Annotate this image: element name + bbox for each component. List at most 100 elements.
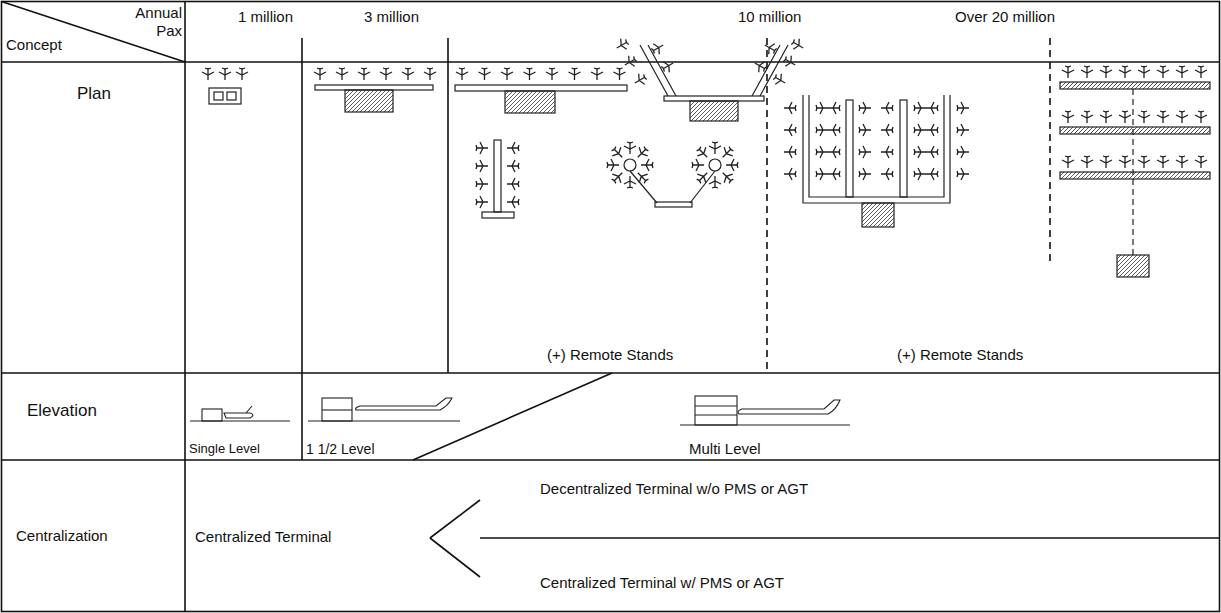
aircraft-icon bbox=[624, 176, 636, 188]
row-header: Elevation bbox=[27, 402, 97, 420]
aircraft-icon bbox=[1157, 66, 1169, 78]
aircraft-icon bbox=[772, 72, 788, 88]
drawing-stroke bbox=[505, 91, 555, 113]
aircraft-icon bbox=[762, 40, 778, 56]
drawing-stroke bbox=[803, 95, 950, 203]
drawing-stroke bbox=[209, 45, 1210, 277]
drawing-stroke bbox=[640, 45, 676, 96]
aircraft-icon bbox=[634, 144, 651, 161]
aircraft-icon bbox=[957, 168, 969, 180]
aircraft-icon bbox=[881, 168, 893, 180]
aircraft-icon bbox=[402, 68, 414, 80]
aircraft-icon bbox=[926, 146, 938, 158]
aircraft-icon bbox=[790, 37, 806, 53]
drawing-stroke bbox=[664, 96, 764, 101]
aircraft-icon bbox=[1176, 111, 1188, 123]
drawing-stroke bbox=[209, 88, 241, 104]
drawing-stroke bbox=[430, 500, 480, 538]
concept-label: Decentralized Terminal w/o PMS or AGT bbox=[540, 480, 808, 498]
aircraft-icon bbox=[692, 159, 704, 171]
aircraft-icon bbox=[694, 169, 711, 186]
aircraft-icon bbox=[1138, 156, 1150, 168]
aircraft-icon bbox=[1138, 111, 1150, 123]
column-header: 1 million bbox=[238, 8, 293, 26]
aircraft-icon bbox=[476, 178, 488, 190]
drawing-stroke bbox=[214, 92, 223, 100]
aircraft-icon bbox=[828, 168, 840, 180]
aircraft-icon bbox=[1138, 66, 1150, 78]
aircraft-icon bbox=[1100, 66, 1112, 78]
drawing-stroke bbox=[430, 538, 480, 577]
aircraft-icon bbox=[524, 68, 536, 80]
drawing-stroke bbox=[752, 45, 788, 96]
aircraft-icon bbox=[816, 168, 828, 180]
aircraft-icon bbox=[1081, 66, 1093, 78]
aircraft-icon bbox=[634, 169, 651, 186]
aircraft-icon bbox=[1062, 111, 1074, 123]
drawing-stroke bbox=[1117, 255, 1149, 277]
aircraft-icon bbox=[456, 68, 468, 80]
aircraft-icon bbox=[358, 68, 370, 80]
aircraft-icon bbox=[624, 142, 636, 154]
aircraft-icon bbox=[914, 102, 926, 114]
drawing-stroke bbox=[1049, 38, 1051, 262]
aircraft-icon bbox=[641, 159, 653, 171]
aircraft-icon bbox=[816, 124, 828, 136]
aircraft-icon bbox=[726, 159, 738, 171]
drawing-stroke bbox=[695, 414, 737, 415]
drawing-stroke bbox=[690, 101, 738, 121]
drawing-stroke bbox=[2, 2, 186, 63]
drawing-stroke bbox=[862, 203, 894, 227]
aircraft-icon bbox=[622, 54, 638, 70]
aircraft-icon bbox=[1119, 156, 1131, 168]
drawing-stroke bbox=[1060, 82, 1210, 89]
drawing-stroke bbox=[655, 202, 692, 207]
aircraft-icon bbox=[507, 142, 519, 154]
aircraft-icon bbox=[709, 176, 721, 188]
aircraft-icon bbox=[202, 68, 214, 80]
drawing-stroke bbox=[846, 100, 853, 197]
aircraft-icon bbox=[719, 169, 736, 186]
drawing-stroke bbox=[482, 212, 514, 218]
column-header: 3 million bbox=[364, 8, 419, 26]
drawing-stroke bbox=[1060, 172, 1210, 179]
drawing-stroke bbox=[695, 396, 737, 425]
aircraft-icon bbox=[719, 144, 736, 161]
aircraft-icon bbox=[1157, 111, 1169, 123]
aircraft-icon bbox=[1119, 111, 1131, 123]
aircraft-icon bbox=[501, 68, 513, 80]
drawing-stroke bbox=[695, 405, 737, 406]
aircraft-icon bbox=[926, 168, 938, 180]
aircraft-icon bbox=[609, 144, 626, 161]
aircraft-icon bbox=[1195, 66, 1207, 78]
aircraft-icon bbox=[709, 142, 721, 154]
drawing-stroke bbox=[315, 85, 433, 90]
drawing-stroke bbox=[202, 409, 222, 421]
aircraft-icon bbox=[784, 168, 796, 180]
level-label: 1 1/2 Level bbox=[306, 440, 375, 458]
drawing-stroke bbox=[184, 2, 186, 612]
aircraft-icon bbox=[1195, 156, 1207, 168]
aircraft-icon bbox=[236, 68, 248, 80]
aircraft-icon bbox=[1081, 156, 1093, 168]
aircraft-icon bbox=[914, 124, 926, 136]
aircraft-icon bbox=[926, 102, 938, 114]
level-label: Single Level bbox=[189, 440, 260, 458]
aircraft-icon bbox=[650, 40, 666, 56]
aircraft-icon bbox=[591, 68, 603, 80]
aircraft-icon bbox=[816, 146, 828, 158]
drawing-stroke bbox=[809, 95, 944, 197]
aircraft-icon bbox=[694, 144, 711, 161]
aircraft-icon bbox=[1062, 156, 1074, 168]
aircraft-icon bbox=[314, 68, 326, 80]
aircraft-icon bbox=[926, 124, 938, 136]
aircraft-icon bbox=[828, 102, 840, 114]
aircraft-icon bbox=[1176, 66, 1188, 78]
drawing-stroke bbox=[766, 38, 768, 373]
drawing-stroke bbox=[322, 398, 352, 421]
aircraft-icon bbox=[784, 124, 796, 136]
aircraft-icon bbox=[219, 68, 231, 80]
aircraft-icon bbox=[859, 146, 871, 158]
